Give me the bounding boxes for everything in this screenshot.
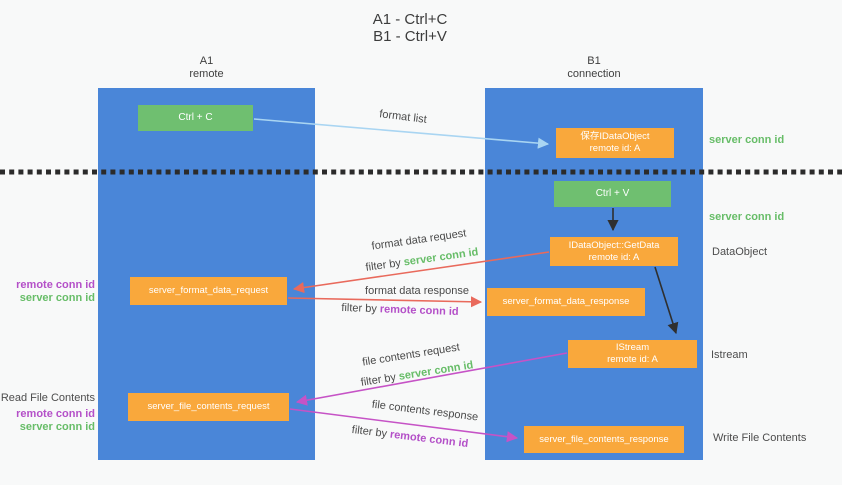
edge-label-format-data-response: format data response: [365, 285, 469, 297]
edge-label-format-list: format list: [378, 108, 428, 126]
node-istream-line2: remote id: A: [607, 354, 658, 365]
remote-conn-id-text: remote conn id: [379, 303, 459, 319]
node-server-file-contents-request-label: server_file_contents_request: [147, 401, 270, 412]
title-line-1: A1 - Ctrl+C: [372, 11, 448, 28]
lane-header-a1: A1 remote: [98, 55, 315, 81]
node-ctrl-v: Ctrl + V: [554, 181, 671, 207]
node-save-idataobject-line2: remote id: A: [589, 143, 641, 154]
node-getdata-line2: remote id: A: [588, 251, 640, 263]
node-save-idataobject-line1: 保存IDataObject: [580, 131, 650, 142]
left-label-conn-id-pair-2: remote conn id server conn id: [0, 408, 95, 434]
node-istream-line1: IStream: [615, 342, 650, 353]
left-label-read-file-contents-wrap: Read File Contents: [0, 392, 95, 405]
left-label-conn-id-pair-1: remote conn id server conn id: [0, 279, 95, 305]
right-label-server-conn-id-2: server conn id: [709, 211, 785, 223]
node-server-file-contents-request: server_file_contents_request: [128, 393, 289, 421]
node-istream: IStream remote id: A: [568, 340, 697, 368]
node-ctrl-c: Ctrl + C: [138, 105, 253, 131]
lane-header-b1: B1 connection: [485, 55, 703, 81]
edge-label-file-contents-response: file contents response: [371, 398, 479, 424]
lane-b1-name: B1: [587, 55, 601, 67]
node-server-file-contents-response-label: server_file_contents_response: [539, 433, 669, 445]
title-line-2: B1 - Ctrl+V: [373, 28, 447, 45]
node-getdata-line1: IDataObject::GetData: [568, 239, 660, 251]
lane-a1-subtitle: remote: [189, 68, 224, 80]
filter-by-text: filter by: [359, 371, 397, 389]
node-server-format-data-response-label: server_format_data_response: [502, 296, 630, 307]
node-idataobject-getdata: IDataObject::GetData remote id: A: [550, 237, 678, 266]
right-label-istream: Istream: [711, 349, 748, 361]
node-server-file-contents-response: server_file_contents_response: [524, 426, 684, 453]
filter-by-text: filter by: [351, 423, 388, 441]
left-label-read-file-contents: Read File Contents: [0, 392, 95, 404]
left-label-remote-conn-id-1: remote conn id: [16, 279, 95, 291]
node-ctrl-c-label: Ctrl + C: [178, 112, 213, 123]
remote-conn-id-text: remote conn id: [389, 428, 469, 451]
server-conn-id-text: server conn id: [397, 359, 475, 383]
left-label-remote-conn-id-2: remote conn id: [16, 408, 95, 420]
filter-by-text: filter by: [341, 301, 378, 316]
lane-b1-subtitle: connection: [567, 68, 621, 80]
lane-a1-name: A1: [199, 55, 214, 67]
node-ctrl-v-label: Ctrl + V: [595, 188, 630, 199]
node-server-format-data-response: server_format_data_response: [487, 288, 645, 316]
node-save-idataobject: 保存IDataObject remote id: A: [556, 128, 674, 158]
right-label-write-file-contents: Write File Contents: [713, 432, 807, 444]
node-server-format-data-request-label: server_format_data_request: [148, 285, 269, 296]
right-label-server-conn-id-1: server conn id: [709, 134, 785, 146]
filter-by-text: filter by: [364, 257, 402, 274]
right-label-dataobject: DataObject: [712, 246, 768, 258]
node-server-format-data-request: server_format_data_request: [130, 277, 287, 305]
diagram-title: A1 - Ctrl+C B1 - Ctrl+V: [310, 11, 510, 45]
left-label-server-conn-id-1: server conn id: [19, 292, 95, 304]
arrow-format-data-response: [287, 296, 483, 308]
left-label-server-conn-id-2: server conn id: [19, 421, 95, 433]
server-conn-id-text: server conn id: [402, 246, 480, 269]
